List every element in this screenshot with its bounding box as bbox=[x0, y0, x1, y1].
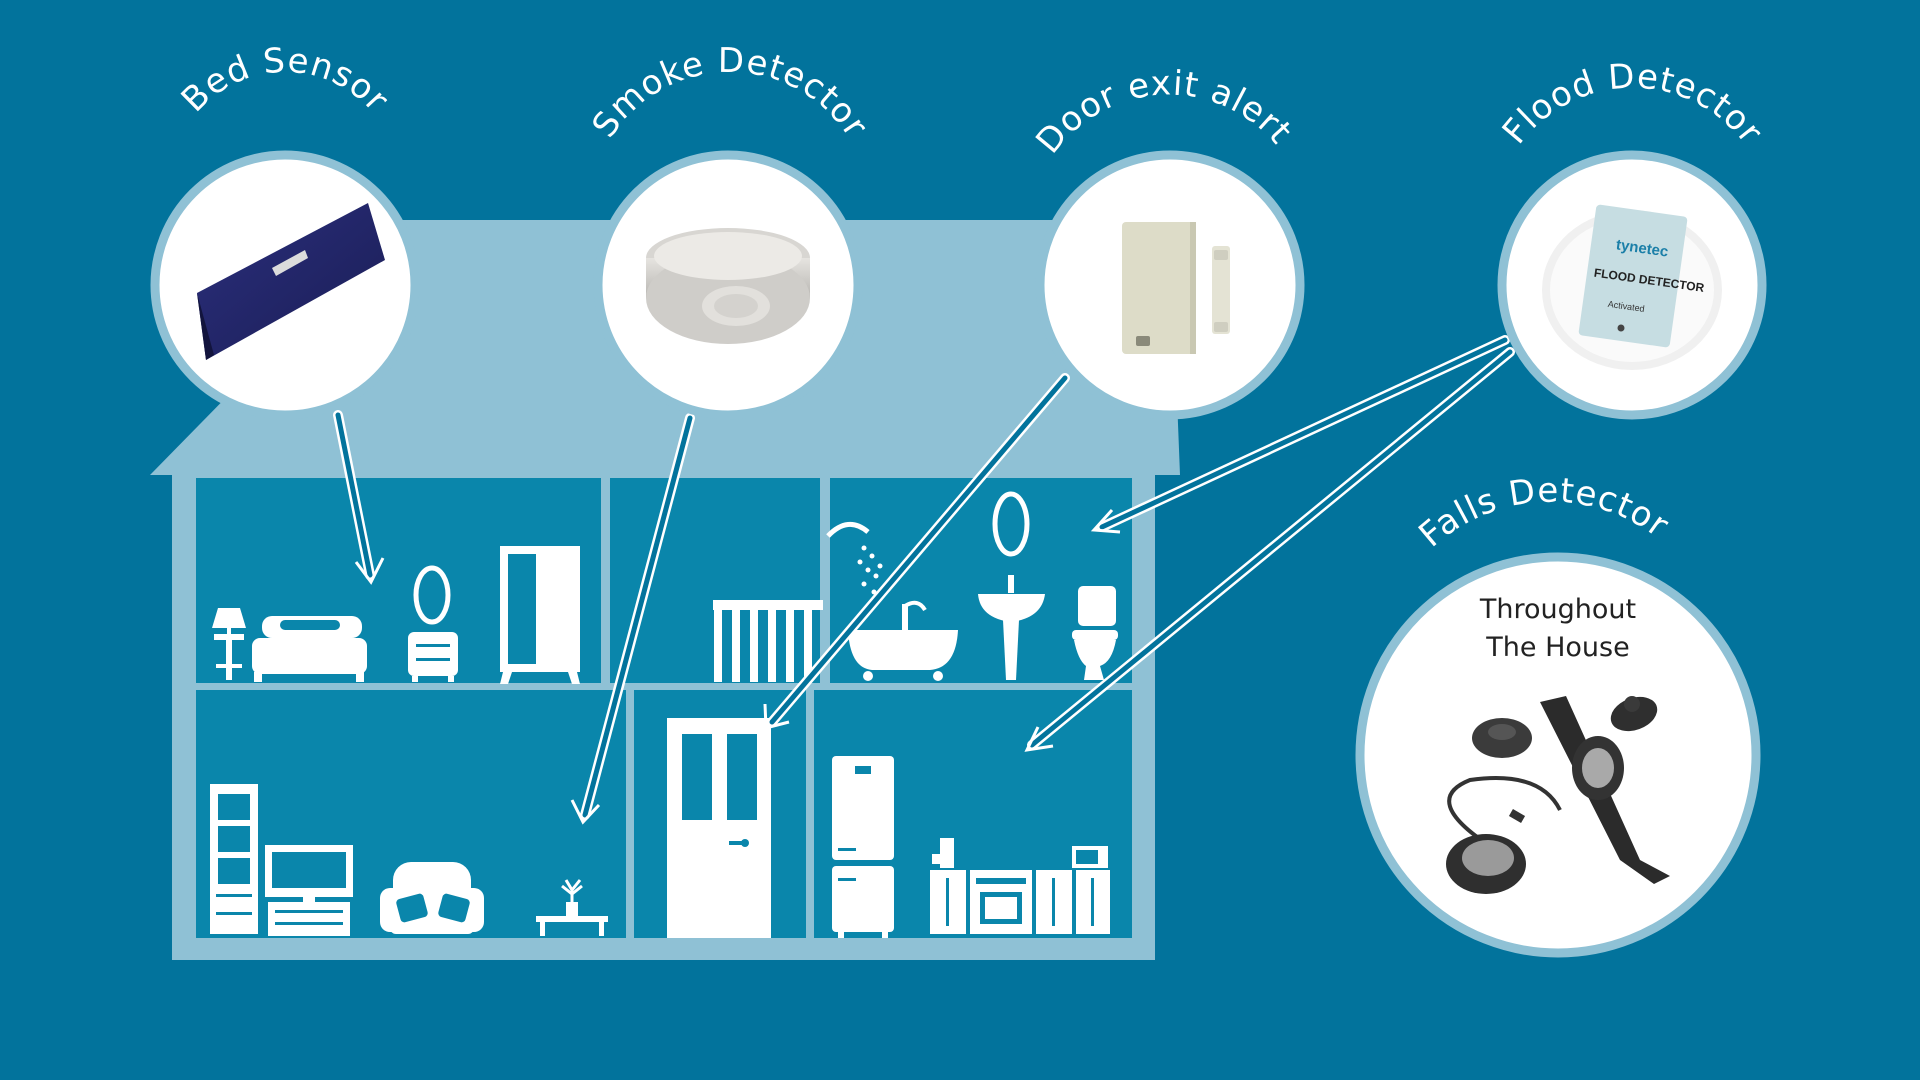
kitchen-units-icon bbox=[930, 838, 1110, 934]
bed-sensor-label: Bed Sensor bbox=[174, 40, 397, 120]
tv-icon bbox=[265, 845, 353, 936]
toilet-icon bbox=[1072, 586, 1118, 680]
device-smoke-detector[interactable]: Smoke Detector bbox=[584, 41, 875, 420]
smoke-alarm-icon bbox=[646, 228, 810, 344]
device-falls-detector[interactable]: Throughout The House Falls Detector bbox=[1355, 471, 1761, 958]
connector-arrows bbox=[333, 335, 1515, 825]
bed-icon bbox=[252, 616, 367, 682]
bed-sensor-mat-icon bbox=[197, 203, 385, 360]
front-door-icon bbox=[667, 718, 771, 938]
flood-detector-label: Flood Detector bbox=[1495, 56, 1771, 151]
flood-sensor-icon: tynetec FLOOD DETECTOR Activated bbox=[1542, 204, 1722, 370]
door-contact-sensor-icon bbox=[1122, 222, 1230, 354]
wardrobe-icon bbox=[500, 546, 580, 684]
falls-detector-label: Falls Detector bbox=[1411, 471, 1676, 556]
living-room-furniture bbox=[210, 784, 608, 936]
device-flood-detector[interactable]: tynetec FLOOD DETECTOR Activated Flood D… bbox=[1495, 56, 1771, 420]
shower-icon bbox=[826, 522, 870, 538]
pendant-wristband-icon bbox=[1446, 696, 1670, 894]
sink-icon bbox=[978, 575, 1045, 680]
bathroom-furniture bbox=[826, 491, 1118, 681]
plant-table-icon bbox=[536, 879, 608, 936]
falls-sublabel-line1: Throughout bbox=[1479, 594, 1636, 625]
bathtub-icon bbox=[848, 600, 958, 681]
kitchen-furniture bbox=[832, 756, 1110, 938]
device-door-exit-alert[interactable]: Door exit alert bbox=[1028, 63, 1305, 420]
dresser-mirror-icon bbox=[408, 565, 458, 682]
bookcase-icon bbox=[210, 784, 258, 934]
lamp-icon bbox=[212, 608, 246, 628]
armchair-icon bbox=[380, 862, 484, 934]
door-exit-alert-label: Door exit alert bbox=[1028, 63, 1300, 161]
bedroom-furniture bbox=[212, 546, 580, 684]
falls-sublabel-line2: The House bbox=[1485, 632, 1629, 663]
fridge-icon bbox=[832, 756, 894, 938]
device-bed-sensor[interactable]: Bed Sensor bbox=[150, 40, 420, 420]
banister-icon bbox=[713, 600, 823, 682]
smoke-detector-label: Smoke Detector bbox=[584, 41, 875, 145]
bathroom-mirror-icon bbox=[992, 491, 1030, 557]
